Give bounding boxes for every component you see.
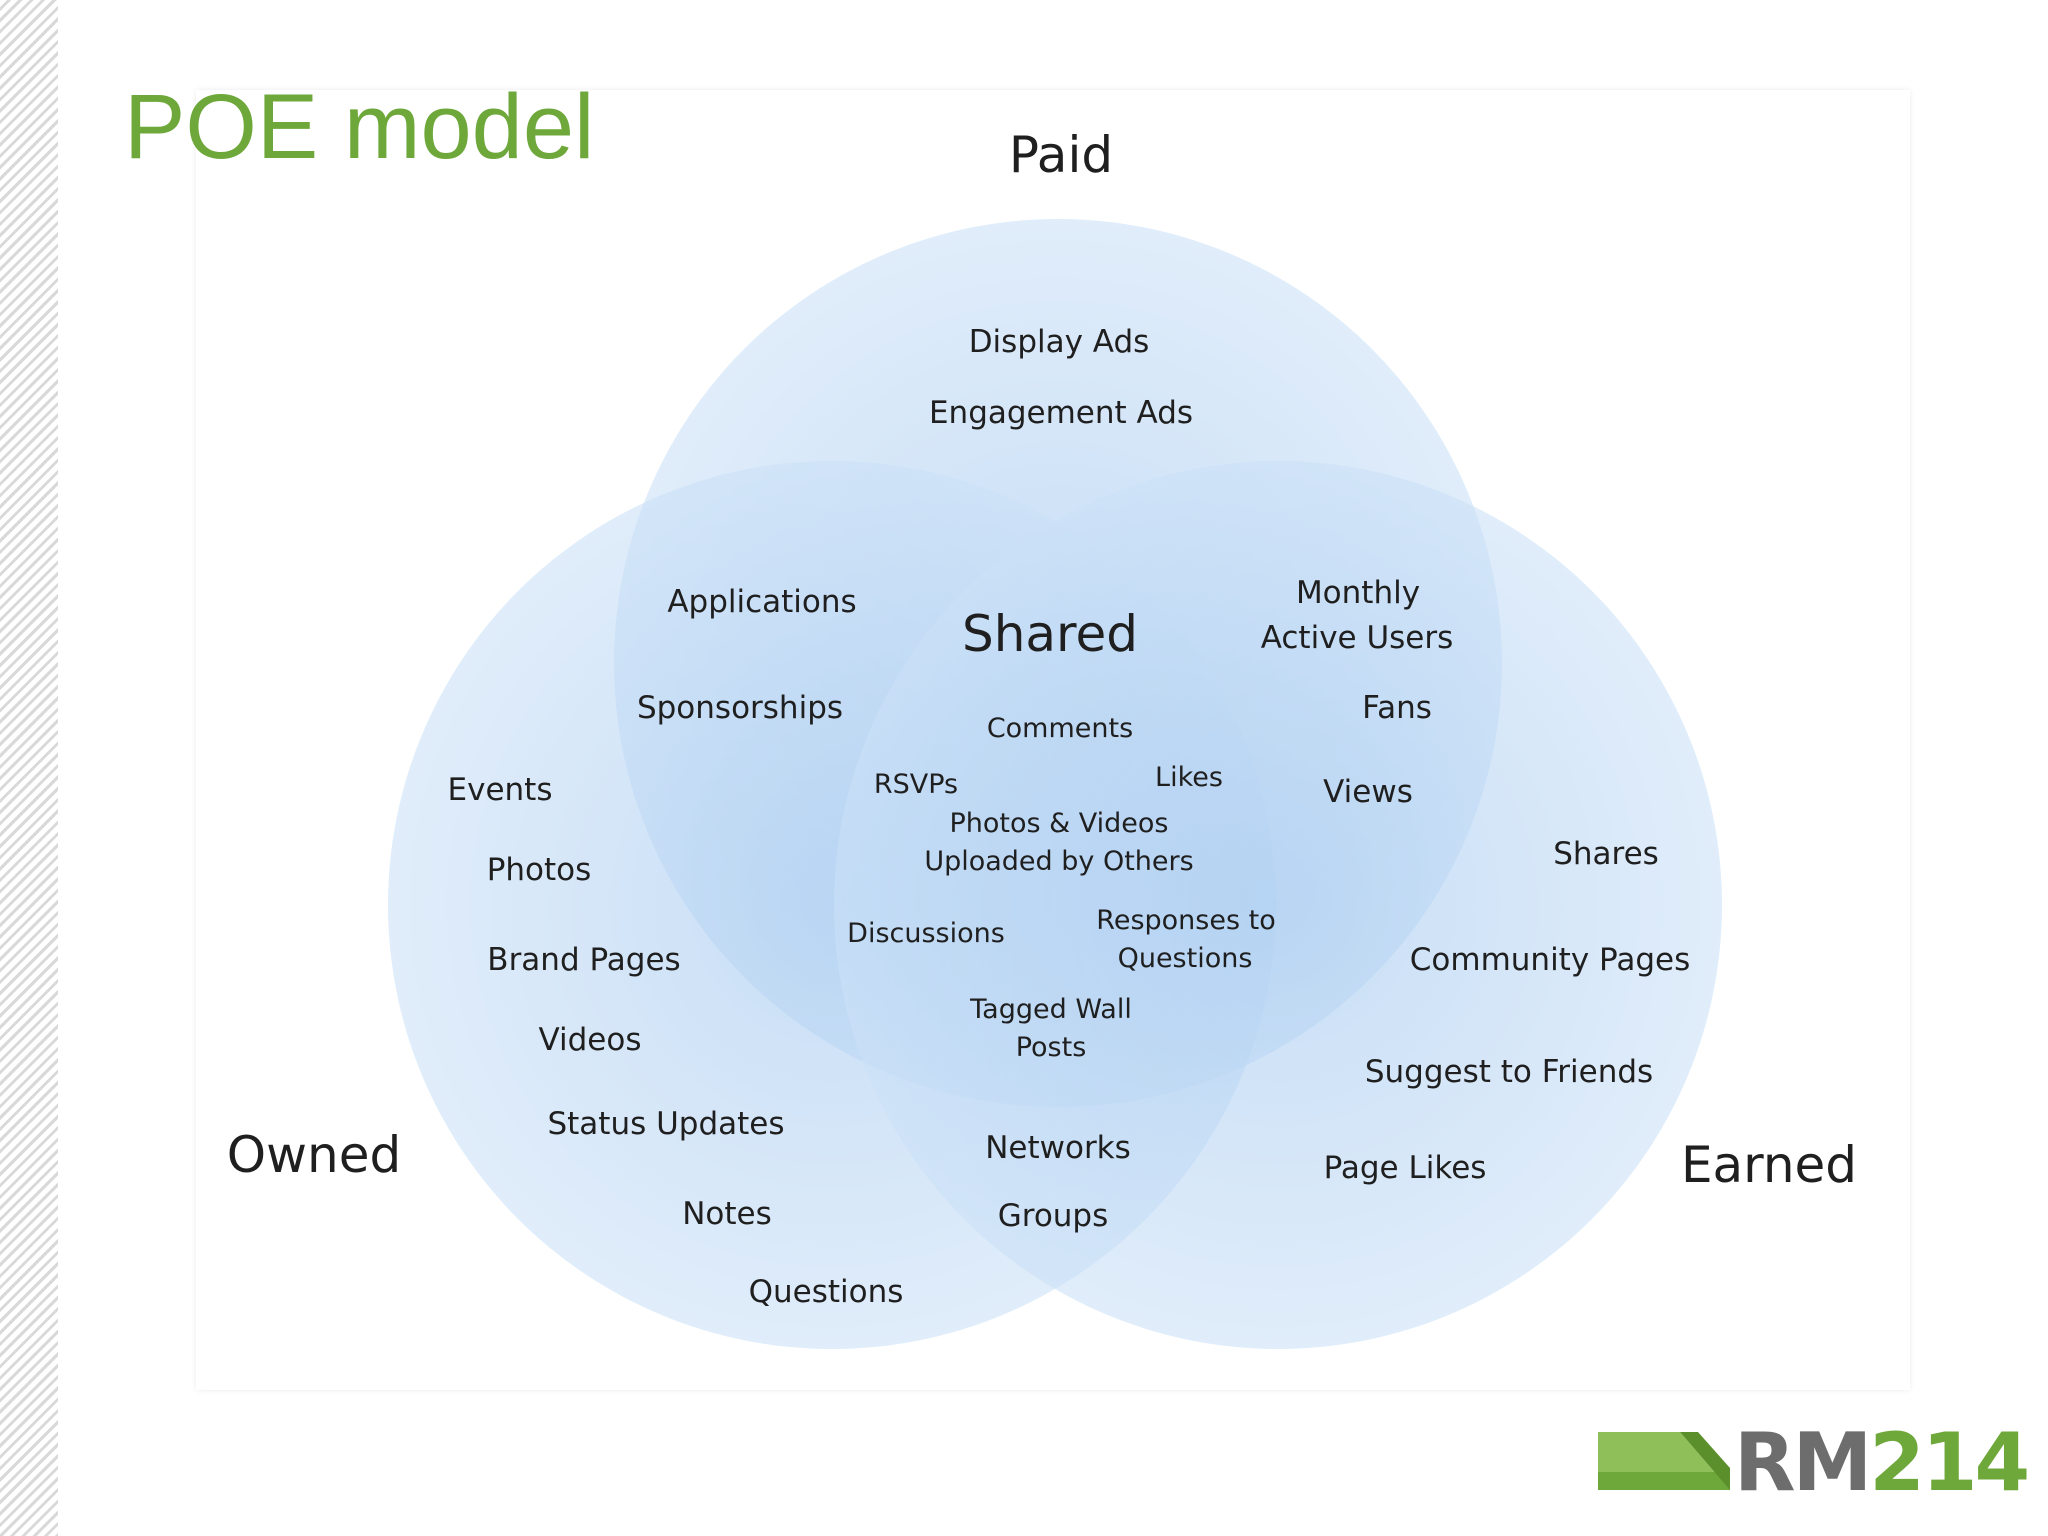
item-groups: Groups — [998, 1198, 1109, 1234]
item-shares: Shares — [1553, 836, 1659, 872]
item-monthly: Monthly — [1296, 575, 1420, 611]
item-notes: Notes — [682, 1196, 772, 1232]
rm214-logo: RM214 — [1598, 1418, 2030, 1508]
item-suggest-to-friends: Suggest to Friends — [1365, 1054, 1653, 1090]
set-label-owned: Owned — [227, 1126, 401, 1184]
item-comments: Comments — [987, 713, 1133, 744]
item-fans: Fans — [1362, 690, 1432, 726]
set-label-paid: Paid — [1009, 126, 1113, 184]
logo-number: 214 — [1869, 1416, 2030, 1509]
item-videos: Videos — [538, 1022, 641, 1058]
item-tagged-wall: Tagged Wall — [969, 994, 1132, 1025]
logo-rm: RM — [1734, 1416, 1872, 1509]
item-active-users: Active Users — [1261, 620, 1454, 656]
item-events: Events — [448, 772, 553, 808]
item-networks: Networks — [985, 1130, 1131, 1166]
item-applications: Applications — [667, 584, 856, 620]
item-engagement-ads: Engagement Ads — [929, 395, 1193, 431]
item-brand-pages: Brand Pages — [487, 942, 680, 978]
item-likes: Likes — [1155, 762, 1223, 793]
item-photos: Photos — [487, 852, 592, 888]
item-display-ads: Display Ads — [969, 324, 1150, 360]
item-views: Views — [1323, 774, 1413, 810]
item-questions-owned: Questions — [749, 1274, 904, 1310]
item-questions-shared: Questions — [1118, 943, 1253, 974]
page-title: POE model — [124, 76, 595, 178]
logo-text: RM214 — [1734, 1416, 2030, 1509]
item-discussions: Discussions — [847, 918, 1005, 949]
set-label-shared: Shared — [962, 605, 1138, 663]
logo-mark-icon — [1598, 1432, 1730, 1490]
item-community-pages: Community Pages — [1410, 942, 1690, 978]
item-photos-videos: Photos & Videos — [949, 808, 1168, 839]
left-stripe-decoration — [0, 0, 58, 1536]
item-responses-to: Responses to — [1096, 905, 1275, 936]
item-posts: Posts — [1016, 1032, 1087, 1063]
item-page-likes: Page Likes — [1324, 1150, 1487, 1186]
item-rsvps: RSVPs — [874, 769, 958, 800]
item-uploaded-by-others: Uploaded by Others — [924, 846, 1193, 877]
item-sponsorships: Sponsorships — [637, 690, 843, 726]
earned-circle — [834, 461, 1722, 1349]
item-status-updates: Status Updates — [547, 1106, 784, 1142]
set-label-earned: Earned — [1681, 1136, 1857, 1194]
